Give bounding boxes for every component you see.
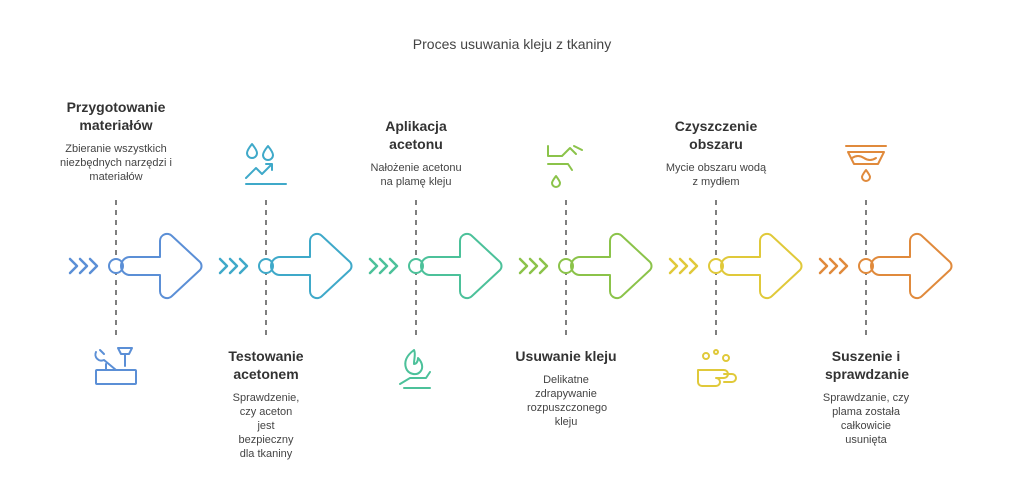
step-6-title: Suszenie i sprawdzanie [825,348,910,382]
step-6-flow [818,200,953,335]
step-2-title: Testowanie acetonem [228,348,304,382]
step-6: Suszenie i sprawdzanie Sprawdzanie, czy … [791,347,941,447]
step-2-flow [218,200,353,335]
step-2-desc: Sprawdzenie, czy aceton jest bezpieczny … [232,392,300,460]
step-4-desc: Delikatne zdrapywanie rozpuszczonego kle… [527,374,608,428]
step-3-title: Aplikacja acetonu [385,118,447,152]
step-3-desc: Nałożenie acetonu na plamę kleju [370,162,462,188]
step-5-title: Czyszczenie obszaru [674,118,758,152]
step-2: Testowanie acetonem Sprawdzenie, czy ace… [191,347,341,461]
soap-hands-icon [697,349,737,387]
diagram-title: Proces usuwania kleju z tkaniny [412,36,612,52]
step-1-flow [68,200,203,335]
step-1-desc: Zbieranie wszystkich niezbędnych narzędz… [60,143,172,183]
step-5: Czyszczenie obszaru Mycie obszaru wodą z… [641,117,791,189]
step-3-flow [368,200,503,335]
step-6-desc: Sprawdzanie, czy plama została całkowici… [822,392,910,446]
step-5-desc: Mycie obszaru wodą z mydłem [665,162,767,188]
step-4-flow [518,200,653,335]
step-3: Aplikacja acetonu Nałożenie acetonu na p… [341,117,491,189]
fire-hand-icon [399,349,431,389]
faucet-icon [547,145,583,188]
toolbox-icon [94,347,137,385]
dryer-icon [845,145,887,182]
step-1: Przygotowanie materiałów Zbieranie wszys… [41,98,191,184]
step-1-title: Przygotowanie materiałów [66,99,166,133]
drops-trend-icon [245,143,287,185]
step-5-flow [668,200,803,335]
step-4: Usuwanie kleju Delikatne zdrapywanie roz… [491,347,641,429]
step-4-title: Usuwanie kleju [515,348,617,364]
